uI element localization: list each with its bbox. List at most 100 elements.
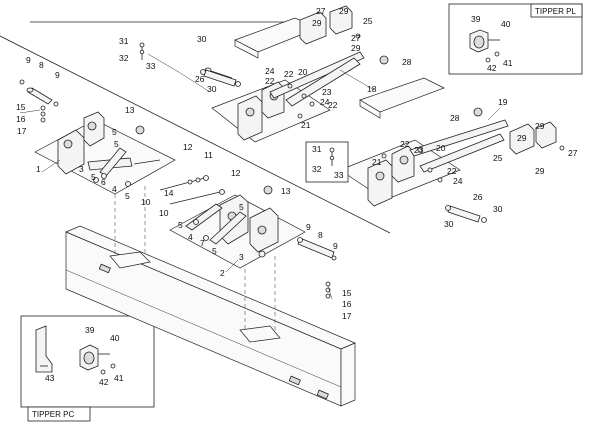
callout-30: 30: [444, 219, 454, 229]
callout-20: 20: [298, 67, 308, 77]
callout-27: 27: [351, 33, 361, 43]
callout-9: 9: [55, 70, 60, 80]
callout-26: 26: [473, 192, 483, 202]
callout-22: 22: [328, 100, 338, 110]
callout-7: 7: [200, 238, 205, 248]
callout-22: 22: [400, 139, 410, 149]
callout-41: 41: [503, 58, 513, 68]
bolt-group-upper: [139, 42, 211, 93]
callout-40: 40: [501, 19, 511, 29]
callout-15: 15: [342, 288, 352, 298]
upper-linkage-assembly: [204, 5, 389, 143]
callout-29: 29: [535, 121, 545, 131]
callout-23: 23: [414, 145, 424, 155]
bracket-part: [35, 325, 53, 373]
callout-39: 39: [85, 325, 95, 335]
pin-8-right: [297, 237, 337, 299]
callout-4: 4: [112, 184, 117, 194]
callout-15: 15: [16, 102, 26, 112]
callout-9: 9: [333, 241, 338, 251]
callout-30: 30: [207, 84, 217, 94]
bolt-set-center: [135, 125, 273, 205]
chassis-beam: [65, 186, 356, 407]
callout-24: 24: [265, 66, 275, 76]
callout-9: 9: [26, 55, 31, 65]
callout-28: 28: [402, 57, 412, 67]
callout-29: 29: [535, 166, 545, 176]
callout-10: 10: [141, 197, 151, 207]
callout-2: 2: [220, 268, 225, 278]
callout-27: 27: [316, 6, 326, 16]
callout-33: 33: [146, 61, 156, 71]
callout-labels: 27 29 29 25 29 27 28 30 26 30 24 22 22 2…: [16, 6, 578, 321]
callout-33: 33: [334, 170, 344, 180]
right-linkage-assembly: [339, 77, 565, 223]
callout-41: 41: [114, 373, 124, 383]
callout-32: 32: [312, 164, 322, 174]
tipper-pc-label: TIPPER PC: [32, 410, 74, 419]
callout-21: 21: [301, 120, 311, 130]
callout-26: 26: [195, 74, 205, 84]
callout-22: 22: [284, 69, 294, 79]
callout-24: 24: [320, 97, 330, 107]
callout-9: 9: [306, 222, 311, 232]
callout-29: 29: [312, 18, 322, 28]
callout-42: 42: [487, 63, 497, 73]
callout-3: 3: [239, 252, 244, 262]
callout-10: 10: [159, 208, 169, 218]
callout-5: 5: [178, 220, 183, 230]
callout-29: 29: [339, 6, 349, 16]
callout-13: 13: [281, 186, 291, 196]
callout-17: 17: [17, 126, 27, 136]
callout-5: 5: [91, 172, 96, 182]
frame-guide-lines: [0, 21, 391, 234]
callout-4: 4: [188, 232, 193, 242]
callout-25: 25: [493, 153, 503, 163]
callout-24: 24: [453, 176, 463, 186]
callout-27: 27: [568, 148, 578, 158]
callout-5: 5: [212, 246, 217, 256]
callout-19: 19: [498, 97, 508, 107]
callout-5: 5: [112, 127, 117, 137]
left-bracket-assembly: [34, 111, 176, 195]
callout-22: 22: [265, 76, 275, 86]
callout-11: 11: [204, 150, 213, 160]
callout-5: 5: [114, 139, 119, 149]
callout-21: 21: [372, 157, 382, 167]
tipper-pl-inset: TIPPER PL 39 40 42 41: [448, 3, 583, 75]
callout-23: 23: [322, 87, 332, 97]
pin-26-upper: [200, 69, 241, 87]
callout-17: 17: [342, 311, 352, 321]
callout-20: 20: [436, 143, 446, 153]
callout-8: 8: [39, 60, 44, 70]
callout-43: 43: [45, 373, 55, 383]
callout-31: 31: [119, 36, 129, 46]
callout-14: 14: [164, 188, 174, 198]
callout-30: 30: [197, 34, 207, 44]
callout-30: 30: [493, 204, 503, 214]
clamp-part: [469, 29, 500, 63]
callout-29: 29: [517, 133, 527, 143]
callout-5: 5: [125, 191, 130, 201]
callout-16: 16: [16, 114, 26, 124]
callout-12: 12: [183, 142, 193, 152]
callout-29: 29: [351, 43, 361, 53]
bolt-group-right: [305, 141, 349, 183]
callout-12: 12: [231, 168, 241, 178]
callout-25: 25: [363, 16, 373, 26]
callout-5: 5: [239, 202, 244, 212]
pin-8-left: [19, 79, 59, 123]
center-bracket-assembly: [169, 194, 306, 269]
tipper-pl-label: TIPPER PL: [535, 7, 576, 16]
callout-13: 13: [125, 105, 135, 115]
callout-28: 28: [450, 113, 460, 123]
callout-42: 42: [99, 377, 109, 387]
callout-32: 32: [119, 53, 129, 63]
callout-1: 1: [36, 164, 41, 174]
callout-40: 40: [110, 333, 120, 343]
callout-31: 31: [312, 144, 322, 154]
clamp-part-pc: [79, 344, 116, 375]
callout-6: 6: [101, 177, 106, 187]
leader-lines: [19, 69, 501, 300]
callout-3: 3: [79, 164, 84, 174]
